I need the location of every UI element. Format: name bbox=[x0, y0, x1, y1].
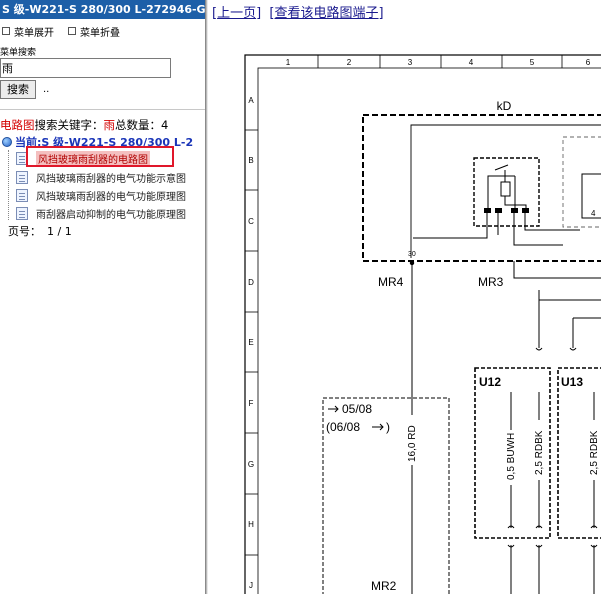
row-label: F bbox=[249, 399, 254, 408]
column-label: 1 bbox=[286, 58, 291, 67]
wire-label-rdbk-2: 2,5 RDBK bbox=[589, 430, 600, 475]
search-input[interactable] bbox=[0, 58, 171, 78]
selection-highlight-box bbox=[26, 146, 174, 167]
u13-box bbox=[557, 367, 601, 539]
row-label: C bbox=[248, 217, 254, 226]
globe-icon bbox=[2, 137, 12, 147]
u12-label: U12 bbox=[479, 375, 501, 389]
count-value: 4 bbox=[161, 118, 169, 132]
tree-root-label: 当前:S 级-W221-S 280/300 L-2 bbox=[15, 136, 194, 149]
left-panel: S 级-W221-S 280/300 L-272946-GA 菜单展开 菜单折叠… bbox=[0, 0, 205, 594]
search-result-summary: 电路图搜索关键字：雨总数量：4 bbox=[0, 117, 168, 133]
column-label: 5 bbox=[530, 58, 535, 67]
row-label: B bbox=[248, 156, 253, 165]
keyword-label: 搜索关键字： bbox=[34, 118, 104, 132]
wire-label-rdbk-1: 2,5 RDBK bbox=[534, 430, 545, 475]
tree-item-label: 风挡玻璃雨刮器的电路图 bbox=[36, 150, 150, 166]
view-terminals-link[interactable]: 查看该电路图端子 bbox=[274, 6, 379, 21]
kd-label: kD bbox=[497, 99, 512, 113]
row-label: H bbox=[248, 520, 254, 529]
row-label: J bbox=[249, 581, 253, 590]
document-icon bbox=[16, 206, 28, 220]
search-button[interactable]: 搜索 bbox=[0, 80, 36, 99]
keyword-value: 雨 bbox=[103, 118, 116, 132]
diagram-inner-frame bbox=[257, 67, 601, 594]
count-label: 总数量： bbox=[115, 118, 161, 132]
tree-item-label: 风挡玻璃雨刮器的电气功能示意图 bbox=[36, 173, 186, 185]
menu-expand-label[interactable]: 菜单展开 bbox=[14, 27, 54, 39]
collapse-checkbox[interactable] bbox=[68, 27, 76, 35]
tree-item-wiper-principle[interactable]: 风挡玻璃雨刮器的电气功能原理图 bbox=[16, 187, 186, 203]
pager: 页号： 1 / 1 bbox=[8, 223, 72, 239]
mr2-label: MR2 bbox=[371, 579, 397, 593]
tree-item-label: 雨刮器启动抑制的电气功能原理图 bbox=[36, 209, 186, 221]
column-label: 4 bbox=[469, 58, 474, 67]
row-label: E bbox=[248, 338, 253, 347]
date-range-box bbox=[322, 397, 450, 594]
prev-page-link[interactable]: 上一页 bbox=[217, 6, 257, 21]
pager-label: 页号： bbox=[8, 225, 41, 238]
column-label: 3 bbox=[408, 58, 413, 67]
tree-root[interactable]: 当前:S 级-W221-S 280/300 L-2 bbox=[2, 134, 193, 150]
u12-box bbox=[474, 367, 551, 539]
column-label: 2 bbox=[347, 58, 352, 67]
document-icon bbox=[16, 188, 28, 202]
mr4-label: MR4 bbox=[378, 275, 404, 289]
diagram-links: [上一页] [查看该电路图端子] bbox=[212, 6, 384, 21]
mr3-label: MR3 bbox=[478, 275, 504, 289]
wire-label-buwh: 0,5 BUWH bbox=[506, 433, 517, 480]
result-category: 电路图 bbox=[0, 118, 35, 132]
u13-label: U13 bbox=[561, 375, 583, 389]
search-dots: .. bbox=[43, 84, 50, 95]
frame-splitter[interactable] bbox=[205, 0, 208, 594]
search-label: 菜单搜索 bbox=[0, 48, 37, 58]
pager-value[interactable]: 1 / 1 bbox=[47, 225, 72, 238]
vehicle-title-bar: S 级-W221-S 280/300 L-272946-GA bbox=[0, 0, 205, 19]
menu-collapse-label[interactable]: 菜单折叠 bbox=[80, 27, 120, 39]
date-to-label: (06/08 bbox=[326, 420, 360, 434]
date-to-close: ) bbox=[386, 420, 390, 434]
row-label: A bbox=[248, 96, 254, 105]
row-label: D bbox=[248, 278, 254, 287]
relay-box bbox=[473, 157, 540, 227]
pin-4-label: 4 bbox=[591, 209, 596, 218]
circuit-diagram: 1 2 3 4 5 6 A B C D E F G H J bbox=[244, 54, 601, 594]
expand-checkbox[interactable] bbox=[2, 27, 10, 35]
column-label: 6 bbox=[586, 58, 591, 67]
tree-item-wiper-schematic[interactable]: 风挡玻璃雨刮器的电气功能示意图 bbox=[16, 169, 186, 185]
kd-module-box bbox=[362, 114, 601, 262]
diagram-outer-frame bbox=[244, 54, 601, 594]
tree-item-wiper-inhibit[interactable]: 雨刮器启动抑制的电气功能原理图 bbox=[16, 205, 186, 221]
date-from-label: 05/08 bbox=[342, 402, 372, 416]
menu-toggle-row: 菜单展开 菜单折叠 bbox=[2, 24, 134, 39]
row-label: G bbox=[248, 460, 254, 469]
divider-line bbox=[0, 109, 205, 110]
document-icon bbox=[16, 170, 28, 184]
pin-30-label: 30 bbox=[408, 251, 416, 258]
diagram-panel: [上一页] [查看该电路图端子] 1 2 3 4 5 6 bbox=[208, 0, 601, 594]
tree-item-label: 风挡玻璃雨刮器的电气功能原理图 bbox=[36, 191, 186, 203]
tree-connector bbox=[8, 150, 9, 220]
wire-label-rd: 16,0 RD bbox=[407, 425, 418, 462]
